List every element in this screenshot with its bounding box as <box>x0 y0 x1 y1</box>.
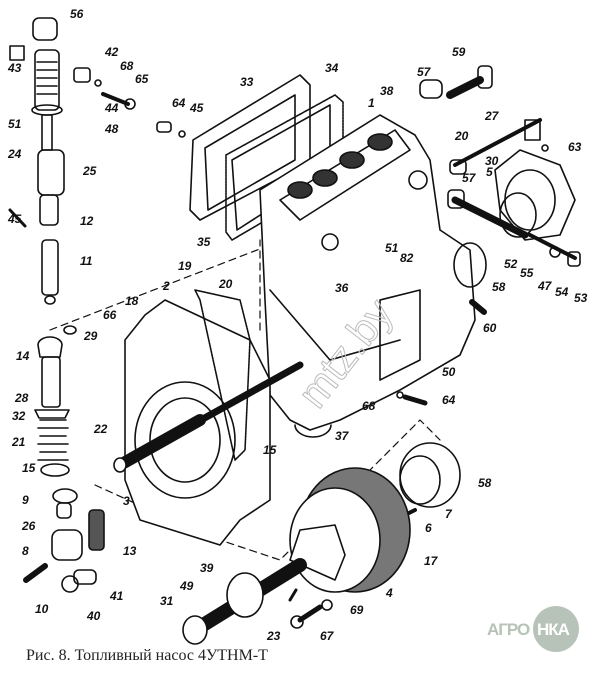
part-label: 42 <box>105 45 119 59</box>
part-label: 64 <box>172 96 186 110</box>
part-label: 41 <box>110 589 124 603</box>
part-label: 8 <box>22 544 29 558</box>
part-label: 18 <box>125 294 139 308</box>
part-label: 24 <box>8 147 22 161</box>
part-label: 25 <box>83 164 97 178</box>
part-label: 36 <box>335 281 349 295</box>
part-label: 64 <box>442 393 456 407</box>
part-label: 82 <box>400 251 414 265</box>
part-label: 45 <box>190 101 204 115</box>
part-label: 39 <box>200 561 214 575</box>
part-label: 26 <box>22 519 36 533</box>
drive-hub-assembly <box>182 442 461 645</box>
part-label: 7 <box>445 507 452 521</box>
part-label: 20 <box>455 129 469 143</box>
part-label: 28 <box>15 391 29 405</box>
part-label: 58 <box>478 476 492 490</box>
part-label: 67 <box>320 629 334 643</box>
part-label: 40 <box>87 609 101 623</box>
part-label: 29 <box>84 329 98 343</box>
part-label: 5 <box>486 165 493 179</box>
part-label: 44 <box>105 101 119 115</box>
part-label: 47 <box>538 279 552 293</box>
part-label: 51 <box>385 241 399 255</box>
part-label: 54 <box>555 285 569 299</box>
part-label: 37 <box>335 429 349 443</box>
part-label: 14 <box>16 349 30 363</box>
part-label: 30 <box>485 154 499 168</box>
part-label: 31 <box>160 594 174 608</box>
part-label: 57 <box>417 65 431 79</box>
part-label: 22 <box>94 422 108 436</box>
logo-badge <box>533 606 579 652</box>
part-label: 53 <box>574 291 588 305</box>
part-label: 15 <box>263 443 277 457</box>
logo-text-left: АГРО <box>487 620 530 639</box>
part-label: 66 <box>103 308 117 322</box>
logo-text-right: НКА <box>537 620 570 639</box>
part-label: 11 <box>80 254 93 268</box>
part-label: 13 <box>123 544 137 558</box>
part-label: 49 <box>180 579 194 593</box>
part-label: 6 <box>425 521 432 535</box>
part-label: 43 <box>8 61 22 75</box>
part-label: 23 <box>267 629 281 643</box>
part-label: 9 <box>22 493 29 507</box>
part-label: 33 <box>240 75 254 89</box>
part-label: 56 <box>70 7 84 21</box>
part-label: 12 <box>80 214 94 228</box>
part-label: 59 <box>452 45 466 59</box>
part-label: 21 <box>12 435 26 449</box>
part-label: 2 <box>163 279 170 293</box>
small-parts-top <box>73 67 186 138</box>
part-label: 63 <box>568 140 582 154</box>
part-label: 19 <box>178 259 192 273</box>
part-label: 34 <box>325 61 339 75</box>
part-label: 68 <box>362 399 376 413</box>
left-plunger-assembly <box>8 17 105 593</box>
part-label: 1 <box>368 96 375 110</box>
part-label: 50 <box>442 365 456 379</box>
part-label: 65 <box>135 72 149 86</box>
front-flange <box>113 289 304 546</box>
part-label: 45 <box>8 212 22 226</box>
part-label: 27 <box>485 109 499 123</box>
part-label: 69 <box>350 603 364 617</box>
figure-caption: Рис. 8. Топливный насос 4УТНМ-Т <box>26 647 268 664</box>
part-label: 58 <box>492 280 506 294</box>
part-label: 55 <box>520 266 534 280</box>
part-label: 51 <box>8 117 22 131</box>
part-label: 52 <box>504 257 518 271</box>
part-label: 38 <box>380 84 394 98</box>
part-label: 10 <box>35 602 49 616</box>
part-label: 17 <box>424 554 438 568</box>
pump-body <box>259 114 476 438</box>
part-label: 60 <box>483 321 497 335</box>
part-label: 35 <box>197 235 211 249</box>
part-label: 48 <box>105 122 119 136</box>
part-label: 15 <box>22 461 36 475</box>
part-label: 20 <box>219 277 233 291</box>
right-side-parts <box>396 65 581 406</box>
part-label: 3 <box>123 494 130 508</box>
part-label: 4 <box>386 586 393 600</box>
part-label: 57 <box>462 171 476 185</box>
part-label: 68 <box>120 59 134 73</box>
part-label: 32 <box>12 409 26 423</box>
